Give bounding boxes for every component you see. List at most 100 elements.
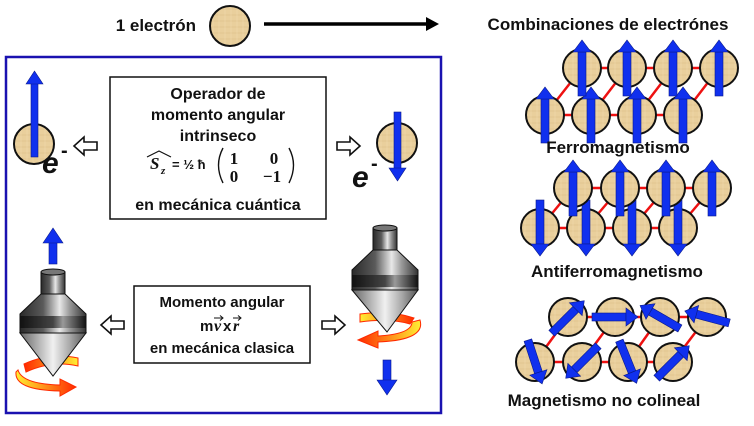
arrow-head [572, 39, 592, 53]
spin-arrow-icon [709, 39, 729, 97]
site-top-1 [607, 39, 647, 97]
site-top-3 [684, 297, 731, 337]
arrow-shaft [661, 171, 671, 217]
site-bottom-1 [566, 199, 606, 257]
site-bottom-3 [653, 342, 693, 382]
spin-arrow-icon [610, 159, 630, 217]
arrow-shaft [615, 171, 625, 217]
comparison-frame [4, 55, 443, 415]
arrow-head [563, 159, 583, 173]
right-arrow-icon [264, 17, 439, 31]
matrix-11: 1 [230, 149, 239, 168]
arrow-shaft [577, 51, 587, 97]
arrow-head [623, 368, 641, 384]
operator-symbol: S [150, 154, 159, 173]
spin-arrow-icon [535, 86, 555, 144]
spin-arrow-icon [673, 86, 693, 144]
spin-arrow-icon [617, 39, 637, 97]
arrow-shaft [535, 199, 545, 245]
classical-box: Momento angular m v x r en mecánica clas… [133, 285, 311, 364]
matrix-21: 0 [230, 167, 239, 186]
formula-m: m [200, 318, 213, 335]
lattice-label-0: Ferromagnetismo [546, 138, 690, 157]
right-hollow-arrow-icon [336, 135, 362, 157]
spin-arrow-icon [576, 199, 596, 257]
arrow-shaft [627, 199, 637, 245]
arrow-head [576, 243, 596, 257]
site-bottom-2 [617, 86, 657, 144]
arrow-shaft [540, 98, 550, 144]
spin-arrow-icon [581, 86, 601, 144]
arrow-shaft [591, 312, 627, 322]
lattice-2 [515, 297, 731, 385]
single-electron-label: 1 electrón [116, 16, 196, 35]
spin-arrow-icon [565, 342, 602, 379]
site-top-3 [692, 159, 732, 217]
spin-arrow-icon [663, 39, 683, 97]
arrow-shaft [673, 199, 683, 245]
electron-symbol-right: e [352, 161, 369, 194]
arrow-shaft [568, 171, 578, 217]
arrow-head [673, 86, 693, 100]
rotation-arrow-front [15, 369, 78, 397]
spin-down-arrow-icon [388, 111, 407, 182]
up-arrow-icon [42, 227, 64, 265]
quantum-box: Operador de momento angular intrinseco S… [109, 76, 327, 220]
arrow-head [530, 243, 550, 257]
spin-up-electron: e - [13, 70, 68, 180]
quantum-line-2: momento angular [151, 107, 285, 124]
spin-arrow-icon [656, 159, 676, 217]
site-bottom-0 [525, 86, 565, 144]
arrow-shaft [678, 98, 688, 144]
electron-symbol-left: e [42, 147, 59, 180]
arrow-head [663, 39, 683, 53]
site-bottom-0 [520, 199, 560, 257]
arrow-head [709, 39, 729, 53]
lattice-label-1: Antiferromagnetismo [531, 262, 703, 281]
site-bottom-2 [608, 338, 648, 384]
arrow-shaft [668, 51, 678, 97]
arrow-shaft [581, 199, 591, 245]
arrow-head [610, 159, 630, 173]
spinning-top-left [15, 227, 88, 397]
spin-arrow-icon [639, 303, 683, 333]
arrow-shaft [622, 51, 632, 97]
arrow-head [535, 86, 555, 100]
combinations-title: Combinaciones de electrónes [488, 15, 729, 34]
rotation-arrow-front-right [356, 319, 422, 349]
formula-v: v [214, 318, 222, 335]
spin-arrow-icon [563, 159, 583, 217]
operator-equals: = ½ ħ [172, 157, 206, 172]
spin-arrow-icon [668, 199, 688, 257]
arrow-shaft [632, 98, 642, 144]
lattice-panel [515, 39, 739, 385]
arrow-head [702, 159, 722, 173]
spin-down-electron: e - [352, 111, 418, 194]
lattice-label-2: Magnetismo no colineal [508, 391, 701, 410]
arrow-head [625, 307, 639, 327]
site-bottom-1 [571, 86, 611, 144]
arrow-shaft [586, 98, 596, 144]
left-hollow-arrow-icon-classical [99, 314, 125, 336]
arrow-head [668, 243, 688, 257]
site-top-1 [600, 159, 640, 217]
lattice-1 [520, 159, 732, 257]
arrow-head [565, 362, 582, 379]
site-bottom-2 [612, 199, 652, 257]
site-bottom-0 [515, 338, 555, 385]
classical-line-3: en mecánica clasica [150, 340, 295, 357]
electron-charge-right: - [371, 153, 378, 175]
arrow-head [656, 159, 676, 173]
quantum-line-3: intrinseco [180, 128, 257, 145]
right-hollow-arrow-icon-classical [321, 314, 347, 336]
site-top-2 [653, 39, 693, 97]
quantum-line-5: en mecánica cuántica [135, 197, 301, 214]
site-bottom-3 [658, 199, 698, 257]
single-electron-icon [209, 5, 251, 47]
formula-r: r [233, 318, 240, 335]
electron-charge-left: - [61, 140, 68, 162]
spin-operator-formula: S z = ½ ħ 1 0 0 −1 [146, 147, 295, 186]
classical-line-1: Momento angular [159, 294, 284, 311]
left-hollow-arrow-icon [72, 135, 98, 157]
